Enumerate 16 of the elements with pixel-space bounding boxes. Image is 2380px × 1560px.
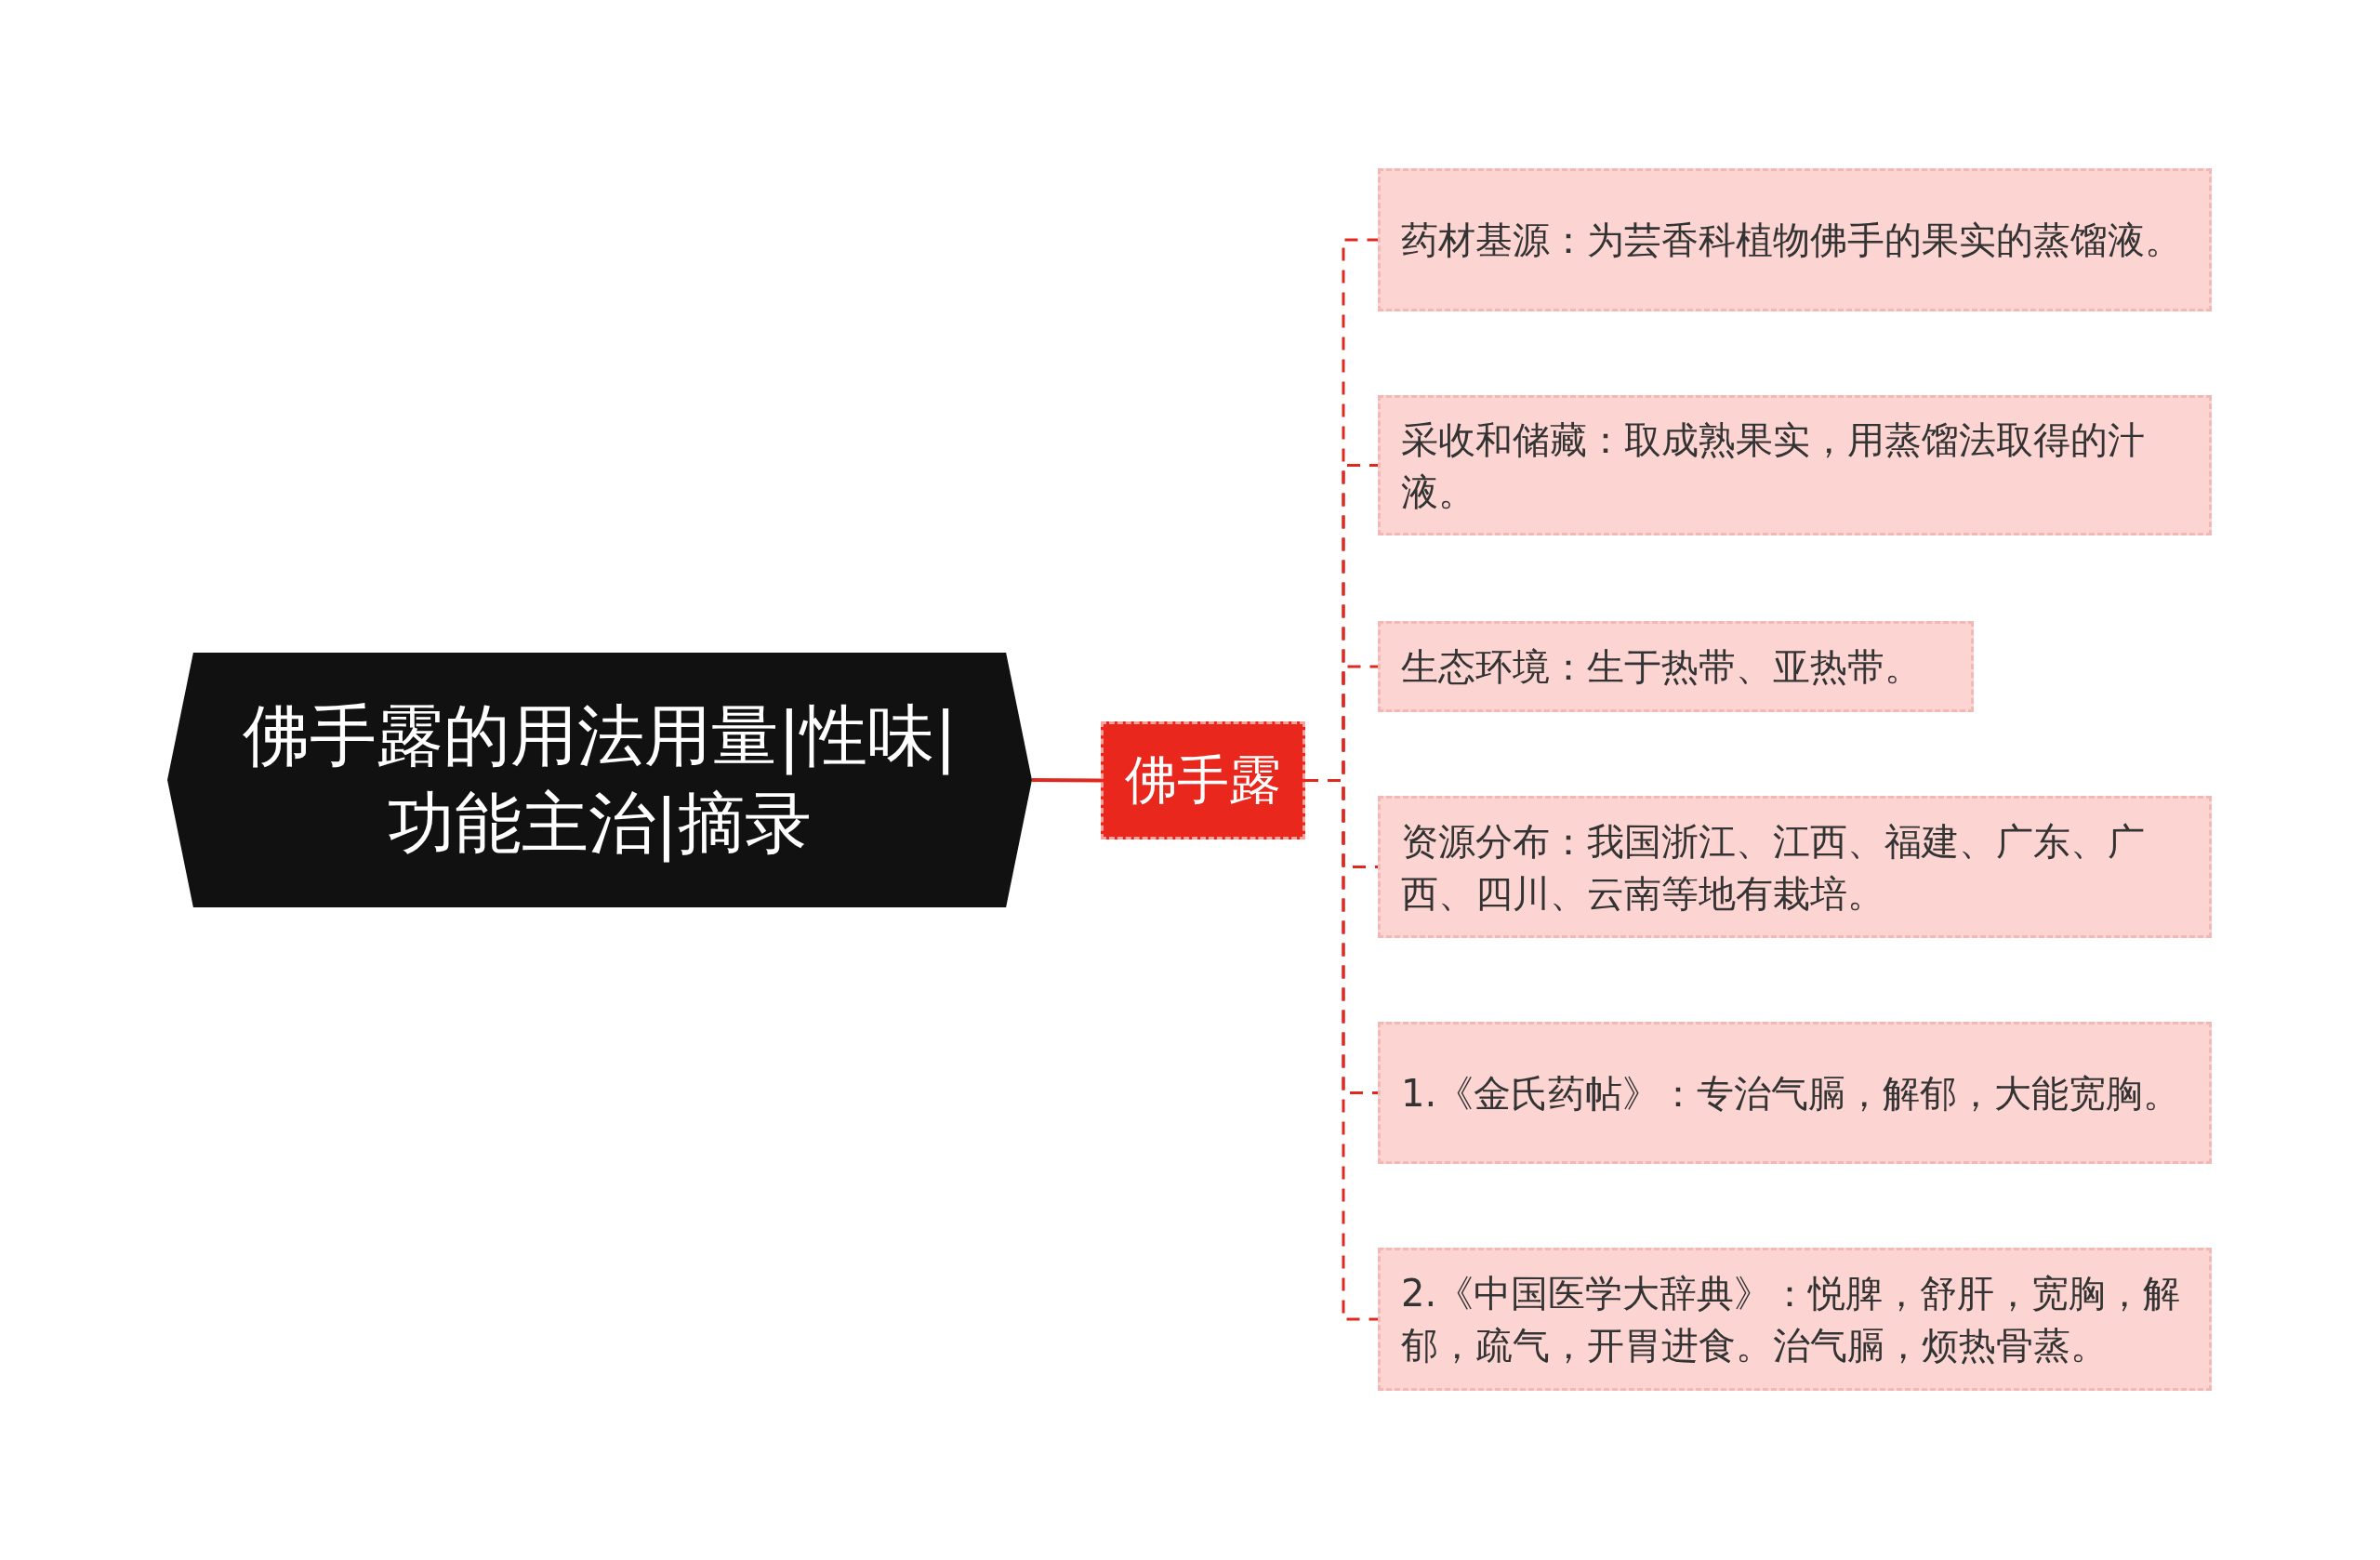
topic-title: 佛手露的用法用量|性味|功能主治|摘录 [241, 695, 959, 865]
info-box [1378, 1248, 2212, 1391]
info-text: 2.《中国医学大辞典》：悦脾，舒肝，宽胸，解郁，疏气，开胃进食。治气膈，烦热骨蒸。 [1401, 1271, 2182, 1368]
info-text: 生态环境：生于热带、亚热带。 [1401, 644, 1922, 690]
info-box [1378, 1022, 2212, 1164]
connector-line [1032, 778, 1101, 783]
subtopic-label: 佛手露 [1125, 747, 1281, 812]
subtopic-box [1101, 721, 1305, 839]
info-text: 资源分布：我国浙江、江西、福建、广东、广西、四川、云南等地有栽培。 [1401, 818, 2146, 917]
info-text: 1.《金氏药帖》：专治气膈，解郁，大能宽胸。 [1401, 1070, 2181, 1117]
info-text: 采收和储藏：取成熟果实，用蒸馏法取得的汁液。 [1401, 416, 2146, 515]
info-box [1378, 395, 2212, 535]
info-box [1378, 796, 2212, 938]
info-text: 药材基源：为芸香科植物佛手的果实的蒸馏液。 [1401, 218, 2182, 263]
info-box [1378, 168, 2212, 311]
info-box [1378, 621, 1974, 712]
